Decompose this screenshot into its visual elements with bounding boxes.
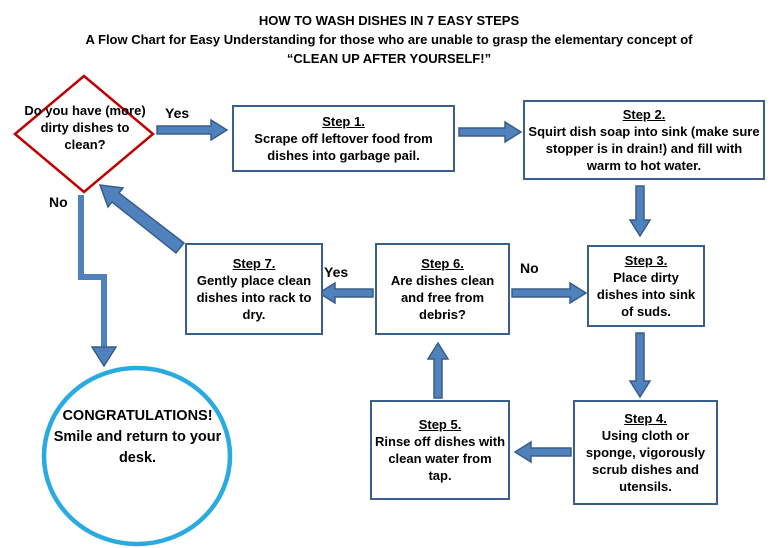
step-2-box: Step 2. Squirt dish soap into sink (make… <box>523 100 765 180</box>
step-6-title: Step 6. <box>421 256 464 271</box>
step-6-text: Are dishes clean and free from debris? <box>390 273 495 322</box>
step-1-text: Scrape off leftover food from dishes int… <box>254 131 433 163</box>
step-3-box: Step 3. Place dirty dishes into sink of … <box>587 245 705 327</box>
step-2-title: Step 2. <box>622 107 666 122</box>
end-circle-shape <box>41 365 233 547</box>
page-title: HOW TO WASH DISHES IN 7 EASY STEPS <box>258 13 520 28</box>
arrow-step7-to-diamond <box>98 184 186 255</box>
connector-diamond-to-circle <box>78 195 107 349</box>
step-5-title: Step 5. <box>418 417 462 432</box>
step-7-box: Step 7. Gently place clean dishes into r… <box>185 243 323 335</box>
step-2-text: Squirt dish soap into sink (make sure st… <box>528 124 760 173</box>
edge-label-yes-diamond: Yes <box>165 105 190 121</box>
end-circle-line1: CONGRATULATIONS! <box>62 408 213 424</box>
arrows-layer <box>90 118 652 464</box>
page-subtitle: A Flow Chart for Easy Understanding for … <box>85 32 693 47</box>
step-5-box: Step 5. Rinse off dishes with clean wate… <box>370 400 510 500</box>
step-4-title: Step 4. <box>624 411 667 426</box>
arrow-step2-to-step3 <box>628 185 652 238</box>
edge-label-no-diamond: No <box>49 194 68 210</box>
end-circle-line2: Smile and return to your desk. <box>53 429 222 466</box>
arrow-step1-to-step2 <box>458 120 523 144</box>
arrow-step6-to-step7 <box>317 281 374 305</box>
decision-diamond-shape <box>13 74 155 194</box>
arrowhead-diamond-to-circle <box>90 346 118 368</box>
arrow-diamond-to-step1 <box>156 118 229 142</box>
step-7-title: Step 7. <box>232 256 276 271</box>
step-4-box: Step 4. Using cloth or sponge, vigorousl… <box>573 400 718 505</box>
arrow-step5-to-step6 <box>426 341 450 399</box>
step-6-box: Step 6. Are dishes clean and free from d… <box>375 243 510 335</box>
connector-elbow-line <box>78 195 107 349</box>
step-3-text: Place dirty dishes into sink of suds. <box>596 270 696 319</box>
step-4-text: Using cloth or sponge, vigorously scrub … <box>585 428 706 494</box>
page-subtitle-quote: “CLEAN UP AFTER YOURSELF!” <box>286 51 492 66</box>
step-7-text: Gently place clean dishes into rack to d… <box>196 273 312 322</box>
title-block: HOW TO WASH DISHES IN 7 EASY STEPS A Flo… <box>0 11 778 68</box>
step-3-title: Step 3. <box>624 253 668 268</box>
arrow-step3-to-step4 <box>628 332 652 399</box>
step-1-title: Step 1. <box>322 114 365 129</box>
edge-label-no-step6: No <box>520 260 539 276</box>
arrow-step4-to-step5 <box>513 440 572 464</box>
edge-label-yes-step6: Yes <box>324 264 349 280</box>
arrow-step6-to-step3 <box>511 281 588 305</box>
end-circle-text: CONGRATULATIONS! Smile and return to you… <box>50 406 225 469</box>
step-1-box: Step 1. Scrape off leftover food from di… <box>232 105 455 172</box>
step-5-text: Rinse off dishes with clean water from t… <box>375 434 506 483</box>
decision-diamond-text: Do you have (more) dirty dishes to clean… <box>24 103 146 152</box>
